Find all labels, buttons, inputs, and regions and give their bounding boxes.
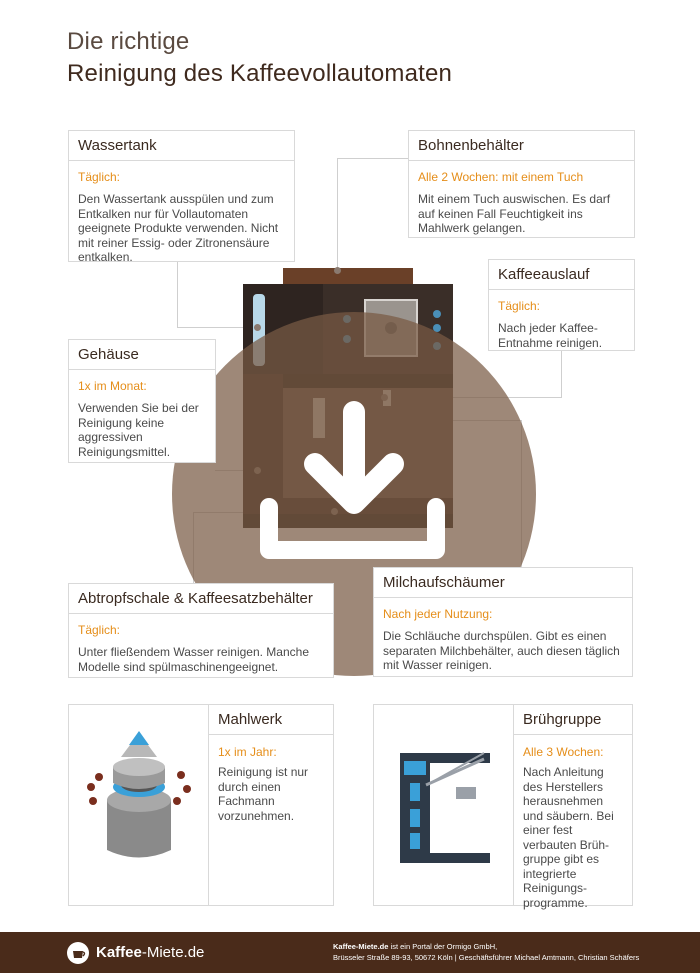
marker-bohnenbehaelter [334, 267, 341, 274]
marker-wassertank [254, 324, 261, 331]
box-title: Mahlwerk [209, 705, 333, 735]
box-description: Nach Anleitung des Herstellers herausneh… [523, 765, 614, 910]
box-title: Abtropfschale & Kaffeesatzbehälter [69, 584, 333, 614]
box-title: Milchaufschäumer [374, 568, 632, 598]
box-frequency: 1x im Jahr: [218, 745, 277, 759]
box-bruehgruppe: Brühgruppe Alle 3 Wochen: Nach Anleitung… [373, 704, 633, 910]
box-gehaeuse: Gehäuse 1x im Monat: Verwenden Sie bei d… [68, 339, 216, 463]
box-description: Verwenden Sie bei der Reinigung keine ag… [78, 401, 199, 459]
box-frequency: Täglich: [78, 170, 121, 184]
box-description: Den Wassertank ausspülen und zum Entkalk… [78, 192, 279, 264]
box-description: Mit einem Tuch auswischen. Es darf auf k… [418, 192, 611, 235]
box-title: Brühgruppe [514, 705, 632, 735]
brewing-unit-illustration [374, 705, 514, 905]
grinder-illustration [69, 705, 209, 905]
box-title: Wassertank [69, 131, 294, 161]
footer-brand[interactable]: Kaffee-Miete.de [96, 944, 205, 961]
box-frequency: Alle 2 Wochen: mit einem Tuch [418, 170, 584, 184]
page-title-line2: Reinigung des Kaffeevollautomaten [67, 60, 453, 87]
box-description: Reinigung ist nur durch einen Fachmann v… [218, 765, 309, 823]
box-title: Bohnenbehälter [409, 131, 634, 161]
connector-bohnenbehaelter [337, 158, 409, 270]
download-icon [260, 401, 445, 559]
box-frequency: Täglich: [78, 623, 121, 637]
page-title-line1: Die richtige [67, 28, 190, 55]
brewing-unit-icon [400, 752, 490, 863]
box-frequency: 1x im Monat: [78, 379, 147, 393]
box-description: Die Schläuche durchspülen. Gibt es einen… [383, 629, 620, 672]
coffee-cup-icon [67, 942, 89, 964]
footer: Kaffee-Miete.de Kaffee-Miete.de ist ein … [0, 932, 700, 973]
box-bohnenbehaelter: Bohnenbehälter Alle 2 Wochen: mit einem … [408, 130, 635, 238]
box-frequency: Täglich: [498, 299, 541, 313]
box-title: Gehäuse [69, 340, 215, 370]
box-description: Unter fließendem Wasser reinigen. Manche… [78, 645, 309, 674]
footer-info: Kaffee-Miete.de ist ein Portal der Ormig… [333, 942, 640, 962]
grinder-icon [87, 731, 191, 858]
box-wassertank: Wassertank Täglich: Den Wassertank aussp… [68, 130, 295, 264]
box-abtropfschale: Abtropfschale & Kaffeesatzbehälter Tägli… [68, 583, 334, 678]
box-title: Kaffeeauslauf [489, 260, 634, 290]
box-frequency: Alle 3 Wochen: [523, 745, 604, 759]
box-frequency: Nach jeder Nutzung: [383, 607, 493, 621]
box-kaffeeauslauf: Kaffeeauslauf Täglich: Nach jeder Kaffee… [488, 259, 635, 351]
box-milchaufschaeumer: Milchaufschäumer Nach jeder Nutzung: Die… [373, 567, 633, 677]
box-description: Nach jeder Kaffee-Entnahme reinigen. [498, 321, 603, 350]
box-mahlwerk: Mahlwerk 1x im Jahr: Reinigung ist nur d… [68, 704, 334, 906]
connector-wassertank [177, 262, 257, 328]
